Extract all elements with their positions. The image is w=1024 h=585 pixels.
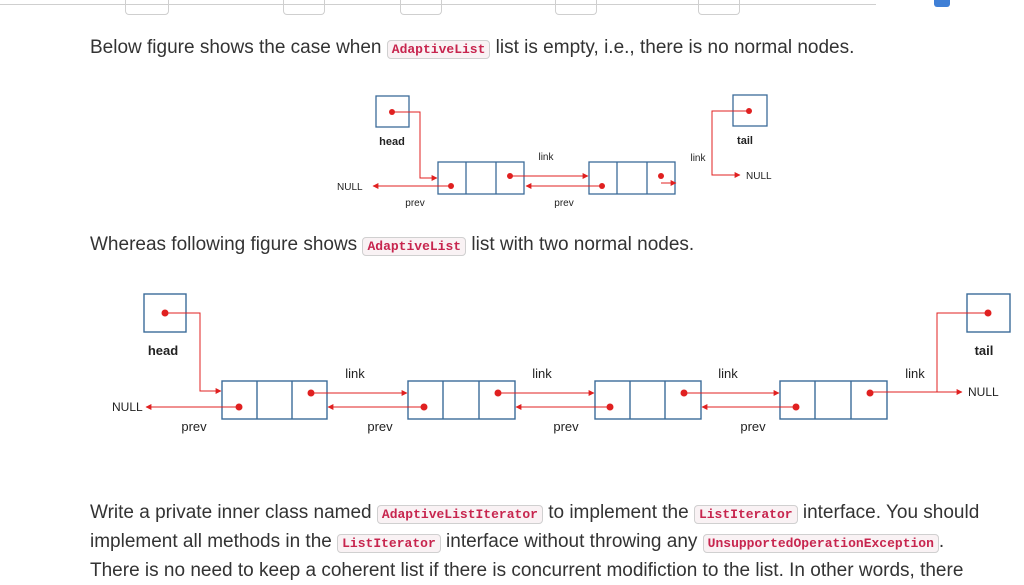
code-adaptive-list-iterator: AdaptiveListIterator — [376, 505, 543, 524]
task-text: to implement the — [542, 502, 694, 523]
task-line-3: There is no need to keep a coherent list… — [90, 556, 963, 585]
middle-text: Whereas following figure shows — [90, 234, 363, 255]
middle-paragraph: Whereas following figure shows AdaptiveL… — [90, 230, 694, 261]
prev-label: prev — [554, 198, 573, 209]
code-list-iterator: ListIterator — [337, 534, 441, 553]
null-right-label: NULL — [968, 385, 999, 399]
top-tab-stub — [283, 0, 325, 15]
null-left-label: NULL — [112, 400, 143, 414]
empty-list-diagram: head tail link link prev prev NULL NULL — [337, 94, 772, 209]
top-tab-stub — [400, 0, 442, 15]
link-label: link — [905, 366, 925, 381]
code-list-iterator: ListIterator — [693, 505, 798, 524]
intro-text: Below figure shows the case when — [90, 37, 387, 58]
task-text: implement all methods in the — [90, 531, 338, 552]
prev-label: prev — [181, 419, 207, 434]
head-arrow — [392, 111, 438, 181]
code-adaptive-list: AdaptiveList — [362, 237, 467, 256]
code-adaptive-list: AdaptiveList — [386, 40, 491, 59]
task-line-2: implement all methods in the ListIterato… — [90, 527, 944, 558]
head-sentinel-node — [437, 161, 525, 195]
task-text: interface without throwing any — [440, 531, 703, 552]
link-label: link — [538, 152, 554, 163]
intro-paragraph: Below figure shows the case when Adaptiv… — [90, 33, 854, 64]
tail-label: tail — [737, 135, 753, 147]
tail-sentinel-node — [779, 380, 888, 420]
intro-text: list is empty, i.e., there is no normal … — [490, 37, 855, 58]
two-node-list-diagram: head tail link — [112, 293, 1011, 434]
middle-text: list with two normal nodes. — [466, 234, 695, 255]
tail-arrow — [711, 110, 749, 178]
null-left-label: NULL — [337, 182, 363, 193]
task-text: interface. You should — [797, 502, 980, 523]
tail-sentinel-node — [588, 161, 676, 195]
prev-label: prev — [367, 419, 393, 434]
normal-node — [594, 380, 702, 420]
top-strip — [0, 0, 1024, 18]
tail-label: tail — [975, 343, 994, 358]
top-divider — [0, 4, 876, 5]
head-label: head — [148, 343, 178, 358]
top-tab-stub — [125, 0, 169, 15]
task-text: Write a private inner class named — [90, 502, 377, 523]
normal-node — [407, 380, 516, 420]
top-tab-stub — [555, 0, 597, 15]
top-tab-stub — [698, 0, 740, 15]
head-label: head — [379, 136, 405, 148]
link-label: link — [532, 366, 552, 381]
task-text: There is no need to keep a coherent list… — [90, 560, 964, 581]
head-arrow — [165, 312, 222, 394]
prev-label: prev — [740, 419, 766, 434]
link-label: link — [718, 366, 738, 381]
prev-label: prev — [553, 419, 579, 434]
top-accent-button[interactable] — [934, 0, 950, 7]
task-text: . — [938, 531, 945, 552]
null-right-label: NULL — [746, 171, 772, 182]
task-line-1: Write a private inner class named Adapti… — [90, 498, 979, 529]
prev-label: prev — [405, 198, 424, 209]
link-label: link — [690, 153, 706, 164]
link-label: link — [345, 366, 365, 381]
code-unsupported-operation-exception: UnsupportedOperationException — [702, 534, 939, 553]
head-sentinel-node — [221, 380, 328, 420]
